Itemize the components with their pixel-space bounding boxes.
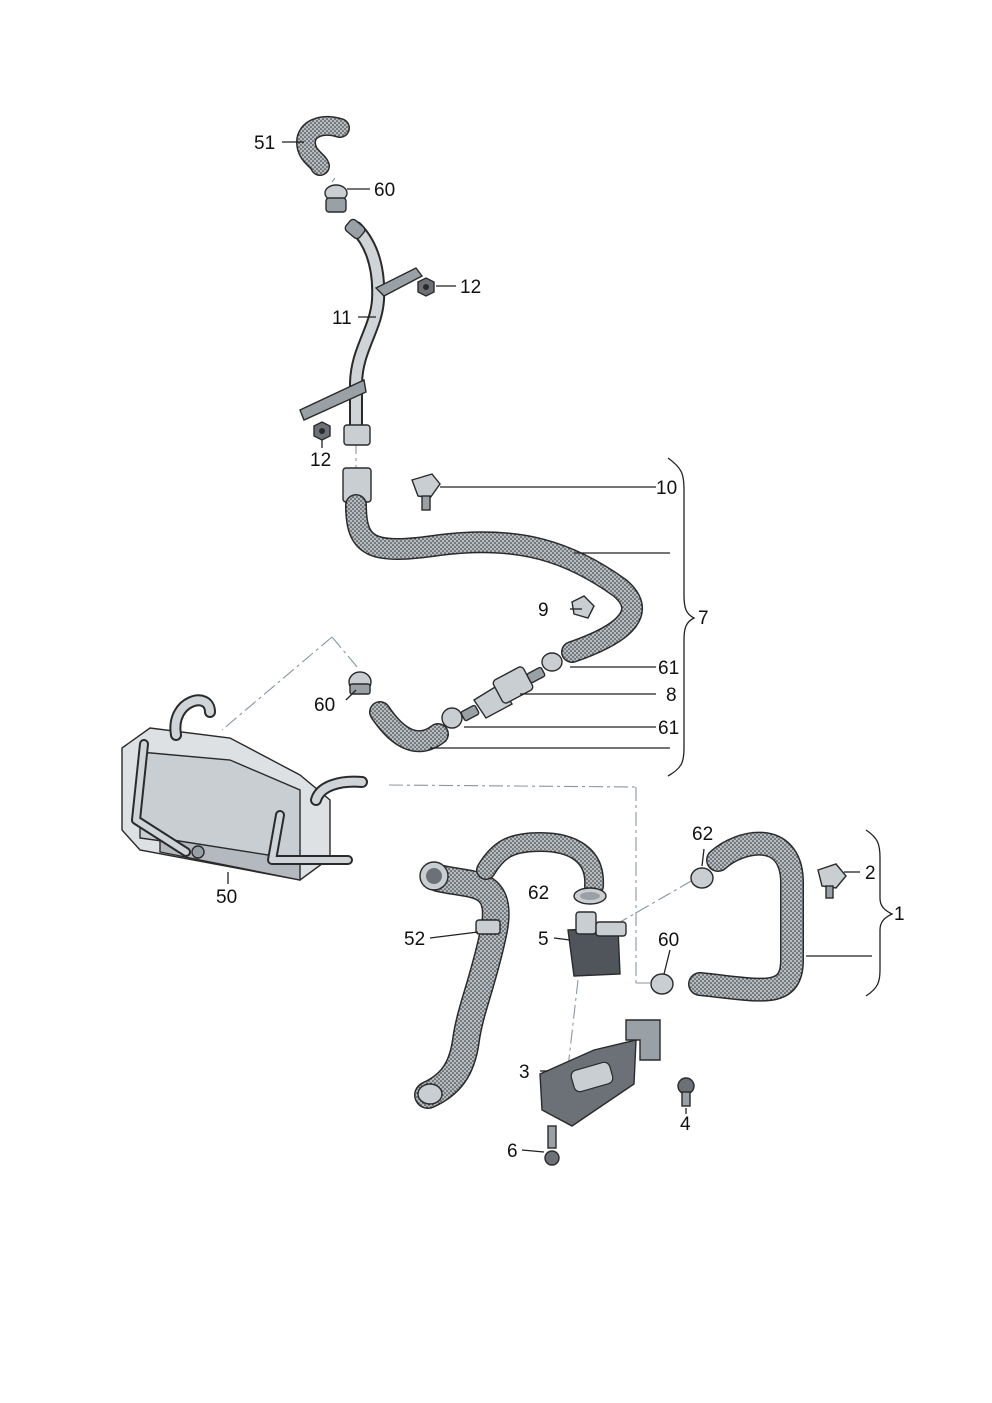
- label-60-middle: 60: [314, 695, 335, 716]
- leader-lines: [227, 141, 872, 1153]
- part-labels: 51 60 12 11 12 10 9 7 61 8 60 61 62 2 50…: [216, 133, 905, 1162]
- label-2: 2: [865, 863, 876, 884]
- label-4: 4: [680, 1114, 691, 1135]
- label-5: 5: [538, 929, 549, 950]
- label-52: 52: [404, 929, 425, 950]
- oil-cooler-50: [121, 694, 368, 881]
- label-10: 10: [656, 478, 677, 499]
- alignment-lines: [221, 177, 694, 1121]
- label-60-top: 60: [374, 180, 395, 201]
- label-3: 3: [519, 1062, 530, 1083]
- pump-5: [567, 911, 627, 977]
- hose-clamp-60-top: [324, 184, 348, 213]
- label-62-right: 62: [692, 824, 713, 845]
- hose-1: [688, 831, 804, 1002]
- label-11: 11: [332, 308, 352, 329]
- clip-9: [571, 595, 595, 619]
- label-1: 1: [894, 904, 905, 925]
- label-12-bottom: 12: [310, 450, 331, 471]
- coolant-pipe-11: [299, 218, 424, 446]
- nut-12-top: [417, 277, 435, 297]
- label-9: 9: [538, 600, 549, 621]
- bolt-6: [544, 1125, 560, 1166]
- label-61-upper: 61: [658, 658, 679, 679]
- hose-52: [414, 832, 605, 1109]
- nut-12-bottom: [313, 421, 331, 441]
- clip-2: [817, 863, 847, 899]
- hose-clamp-60-middle: [348, 671, 372, 695]
- clip-10: [411, 473, 441, 511]
- bolt-4: [677, 1077, 695, 1107]
- label-51: 51: [254, 133, 275, 154]
- label-12-top: 12: [460, 277, 481, 298]
- label-50: 50: [216, 887, 237, 908]
- label-6: 6: [507, 1141, 518, 1162]
- hose-clamp-62-left: [573, 887, 607, 905]
- label-60-lower: 60: [658, 930, 679, 951]
- bracket-3: [539, 1019, 661, 1127]
- hose-7: [342, 467, 643, 753]
- hose-clamp-61-lower: [441, 707, 463, 729]
- hose-clamp-61-upper: [541, 652, 563, 672]
- label-62-left: 62: [528, 883, 549, 904]
- label-8: 8: [666, 685, 677, 706]
- brace-1: [865, 829, 894, 997]
- hose-51: [296, 115, 350, 176]
- label-7: 7: [698, 608, 709, 629]
- hose-clamp-60-lower: [650, 973, 674, 995]
- hose-clamp-62-right: [690, 867, 714, 889]
- brace-7: [667, 457, 696, 777]
- label-61-lower: 61: [658, 718, 679, 739]
